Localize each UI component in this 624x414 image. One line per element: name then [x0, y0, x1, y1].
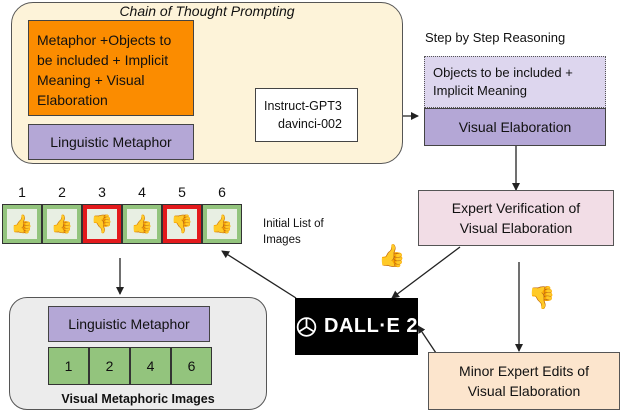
selected-image-4: 4 — [130, 347, 171, 385]
linguistic-metaphor-box: Linguistic Metaphor — [28, 124, 194, 160]
chain-of-thought-title: Chain of Thought Prompting — [119, 3, 295, 19]
minor-expert-edits-label: Minor Expert Edits of Visual Elaboration — [459, 363, 589, 399]
objects-implicit-text: Objects to be included + Implicit Meanin… — [433, 65, 573, 98]
image-number-6: 6 — [218, 184, 226, 200]
linguistic-metaphor-label: Linguistic Metaphor — [50, 134, 172, 150]
model-name: Instruct-GPT3 — [264, 99, 342, 113]
initial-list-caption: Initial List of Images — [263, 218, 324, 246]
reasoning-title: Step by Step Reasoning — [425, 30, 566, 45]
expert-verification-box: Expert Verification of Visual Elaboratio… — [418, 190, 614, 246]
image-number-1: 1 — [18, 184, 26, 200]
openai-knot-icon — [296, 316, 317, 337]
output-linguistic-metaphor-box: Linguistic Metaphor — [48, 306, 210, 342]
expert-verification-label: Expert Verification of Visual Elaboratio… — [451, 200, 581, 236]
image-number-3: 3 — [98, 184, 106, 200]
thumbs-up-icon: 👍 — [378, 243, 406, 268]
image-number-row: 1 2 3 4 5 6 — [2, 184, 242, 202]
visual-elaboration-box: Visual Elaboration — [424, 108, 606, 146]
selected-image-1: 1 — [48, 347, 89, 385]
image-number-5: 5 — [178, 184, 186, 200]
image-thumbnail-5: 👎 — [162, 204, 202, 244]
image-thumbnail-3: 👎 — [82, 204, 122, 244]
metaphor-objects-box: Metaphor +Objects to be included + Impli… — [28, 20, 194, 116]
thumbs-up-icon: 👍 — [47, 209, 77, 239]
image-thumbnail-4: 👍 — [122, 204, 162, 244]
model-version: davinci-002 — [278, 117, 342, 131]
thumbs-up-icon: 👍 — [127, 209, 157, 239]
arrow-edits-to-dalle — [417, 325, 437, 354]
instruct-gpt3-box: Instruct-GPT3 davinci-002 — [255, 88, 358, 142]
initial-image-strip: 👍 👍 👎 👍 👎 👍 — [2, 204, 242, 244]
arrow-verification-to-dalle — [391, 246, 461, 299]
thumbs-up-icon: 👍 — [207, 209, 237, 239]
image-number-4: 4 — [138, 184, 146, 200]
image-number-2: 2 — [58, 184, 66, 200]
thumbs-up-icon: 👍 — [7, 209, 37, 239]
dalle-2-label: DALL·E 2 — [324, 315, 418, 337]
thumbs-down-icon: 👎 — [167, 209, 197, 239]
metaphor-objects-text: Metaphor +Objects to be included + Impli… — [37, 32, 172, 108]
visual-metaphoric-images-caption: Visual Metaphoric Images — [61, 392, 215, 406]
image-thumbnail-1: 👍 — [2, 204, 42, 244]
selected-image-2: 2 — [89, 347, 130, 385]
selected-image-6: 6 — [171, 347, 212, 385]
dalle-2-logo: DALL·E 2 — [295, 298, 418, 355]
image-thumbnail-6: 👍 — [202, 204, 242, 244]
thumbs-down-icon: 👎 — [528, 285, 556, 310]
visual-elaboration-label: Visual Elaboration — [458, 119, 572, 135]
thumbs-down-icon: 👎 — [87, 209, 117, 239]
output-linguistic-metaphor-label: Linguistic Metaphor — [68, 316, 190, 332]
objects-implicit-box: Objects to be included + Implicit Meanin… — [424, 56, 606, 108]
arrow-dalle-to-images — [221, 250, 297, 299]
minor-expert-edits-box: Minor Expert Edits of Visual Elaboration — [428, 352, 620, 410]
image-thumbnail-2: 👍 — [42, 204, 82, 244]
